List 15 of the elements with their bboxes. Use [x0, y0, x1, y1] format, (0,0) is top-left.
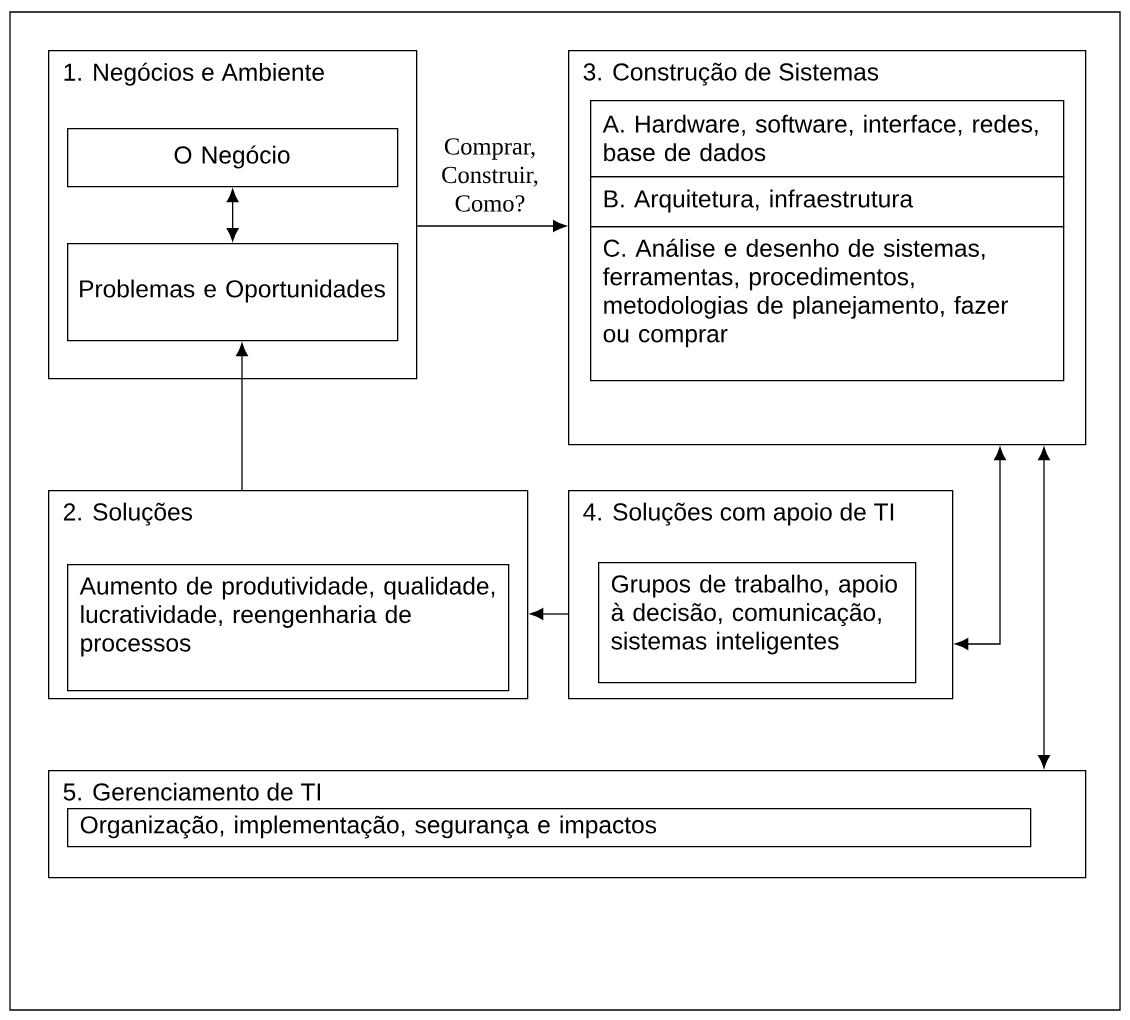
arrow	[530, 608, 569, 620]
content-box: A. Hardware, software, interface, redes, base de dados	[590, 100, 1065, 178]
content-box: Problemas e Oportunidades	[67, 243, 399, 342]
content-box: O Negócio	[67, 128, 399, 188]
arrow	[416, 220, 567, 232]
content-box: Organização, implementação, segurança e impactos	[67, 808, 1032, 848]
arrow	[226, 189, 239, 242]
content-box: C. Análise e desenho de sistemas, ferramentas, procedimentos, metodologias de planejamento, fazer ou comprar	[590, 226, 1065, 382]
edge-label: Comprar, Construir, Como?	[442, 138, 538, 212]
content-box: Grupos de trabalho, apoio à decisão, comunicação, sistemas inteligentes	[598, 562, 917, 684]
content-box: B. Arquitetura, infraestrutura	[590, 176, 1065, 228]
arrow	[236, 343, 248, 491]
arrow	[955, 447, 1006, 650]
content-box: Aumento de produtividade, qualidade, lucratividade, reengenharia de processos	[67, 564, 510, 692]
arrow	[1038, 447, 1050, 769]
